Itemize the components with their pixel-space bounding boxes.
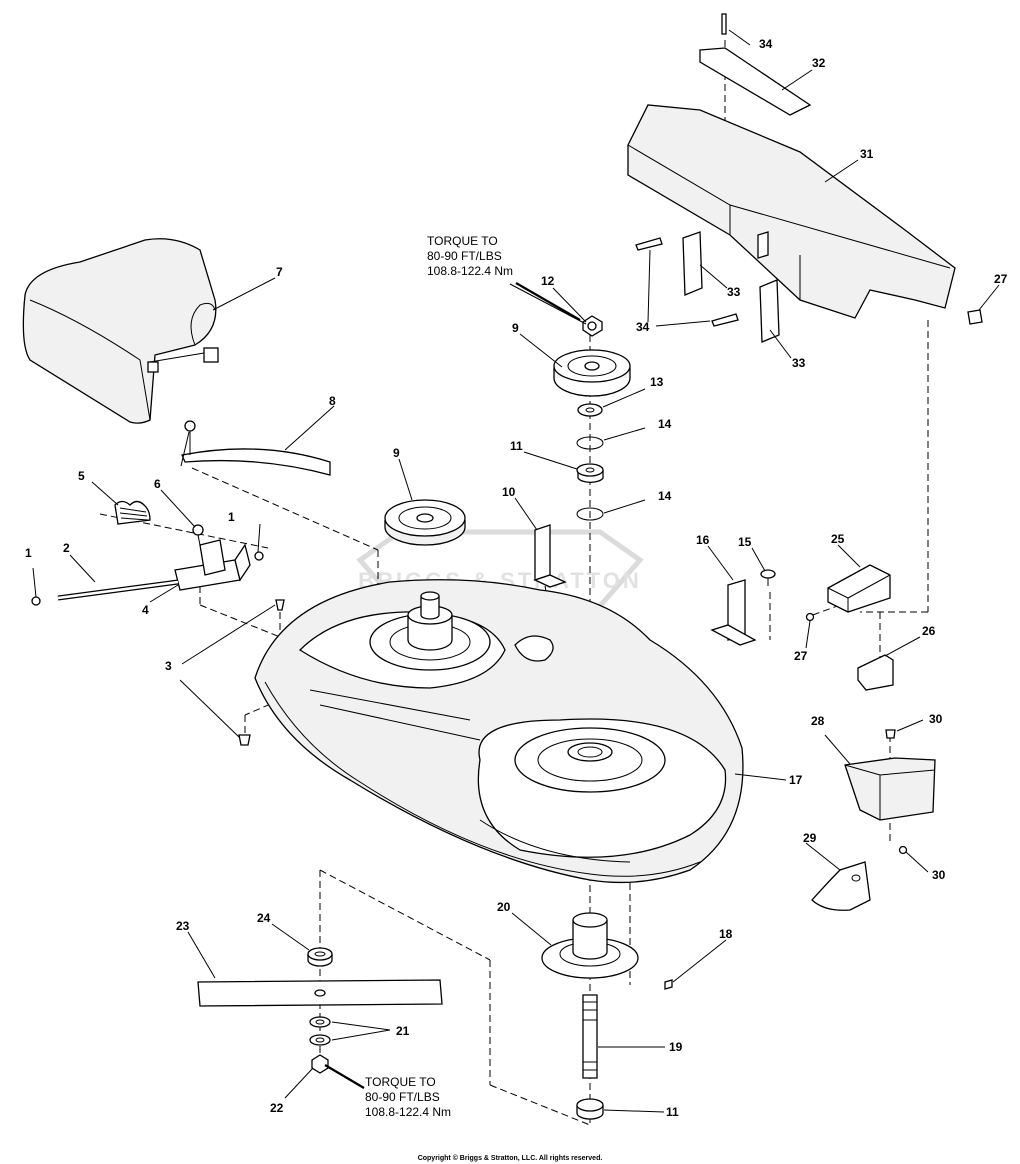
- callout-1b: 1: [228, 510, 235, 524]
- torque-note-top-line2: 80-90 FT/LBS: [427, 249, 502, 263]
- leader-lines: [32, 29, 1000, 1113]
- callout-33-upper: 33: [727, 285, 741, 299]
- part-12-nut: [582, 315, 603, 337]
- part-29-bracket: [811, 861, 871, 911]
- torque-note-top-line3: 108.8-122.4 Nm: [427, 264, 513, 278]
- callout-11-upper: 11: [510, 439, 523, 453]
- part-10-belt-guide: [533, 524, 567, 588]
- callout-30-lower: 30: [932, 868, 946, 882]
- part-24-washer: [307, 947, 333, 967]
- callout-34-upper: 34: [759, 37, 773, 51]
- torque-note-bottom-line2: 80-90 FT/LBS: [365, 1090, 440, 1104]
- hinge-bracket-assembly: [31, 500, 264, 606]
- callout-19: 19: [669, 1040, 683, 1054]
- callout-3: 3: [165, 659, 172, 673]
- part-8-deflector-strap: [181, 420, 331, 476]
- callout-27-lower: 27: [794, 649, 808, 663]
- part-25-bracket: [827, 564, 891, 613]
- part-19-spindle-shaft: [582, 994, 598, 1079]
- callout-25: 25: [831, 532, 845, 546]
- callout-31: 31: [860, 147, 874, 161]
- callout-9-upper: 9: [512, 321, 519, 335]
- callout-30-upper: 30: [929, 712, 943, 726]
- callout-21: 21: [396, 1024, 410, 1038]
- callout-7: 7: [276, 265, 283, 279]
- callout-29: 29: [803, 831, 817, 845]
- part-30-screws: [885, 729, 908, 855]
- part-31-belt-cover: [627, 104, 956, 319]
- callout-26: 26: [922, 624, 936, 638]
- callout-numbers: 1 1 2 3 4 5 6 7 8 9 9 10 11 11 12 13 14 …: [25, 37, 1008, 1119]
- part-20-spindle-housing: [541, 912, 639, 979]
- spindle-hardware-stack: [576, 403, 604, 521]
- callout-2: 2: [63, 541, 70, 555]
- part-34-bolts: [635, 13, 739, 327]
- callout-22: 22: [270, 1101, 284, 1115]
- part-23-blade: [197, 979, 443, 1007]
- part-33-pads: [682, 231, 780, 343]
- callout-13: 13: [650, 375, 664, 389]
- callout-17: 17: [789, 773, 803, 787]
- callout-14-lower: 14: [658, 489, 672, 503]
- part-22-nut: [311, 1054, 329, 1074]
- part-15-screw: [760, 569, 776, 586]
- callout-8: 8: [329, 394, 336, 408]
- callout-5: 5: [78, 469, 85, 483]
- part-11-lower-bearing: [576, 1098, 604, 1120]
- part-28-chute-bracket: [844, 757, 936, 821]
- copyright-notice: Copyright © Briggs & Stratton, LLC. All …: [418, 1154, 603, 1162]
- callout-10: 10: [502, 485, 516, 499]
- callout-12: 12: [541, 274, 555, 288]
- torque-note-bottom-line1: TORQUE TO: [365, 1075, 436, 1089]
- part-32-plate: [699, 47, 812, 116]
- torque-note-top-line1: TORQUE TO: [427, 234, 498, 248]
- part-21-washers: [309, 1016, 331, 1046]
- callout-15: 15: [738, 535, 752, 549]
- callout-23: 23: [176, 919, 190, 933]
- callout-34-lower: 34: [636, 320, 650, 334]
- callout-18: 18: [719, 927, 733, 941]
- callout-24: 24: [257, 911, 271, 925]
- part-3-bolts: [238, 599, 285, 746]
- torque-note-top: TORQUE TO 80-90 FT/LBS 108.8-122.4 Nm: [427, 234, 513, 278]
- callout-33-lower: 33: [792, 356, 806, 370]
- callout-27-upper: 27: [994, 272, 1008, 286]
- part-9-upper-pulley: [553, 349, 631, 397]
- callout-9-lower: 9: [393, 446, 400, 460]
- callout-1a: 1: [25, 546, 32, 560]
- part-7-discharge-chute: [22, 238, 219, 424]
- callout-20: 20: [497, 900, 511, 914]
- part-27-bolts: [805, 309, 983, 622]
- part-17-mower-deck: [254, 579, 744, 884]
- callout-32: 32: [812, 56, 826, 70]
- callout-6: 6: [154, 477, 161, 491]
- part-26-bracket: [857, 654, 894, 691]
- part-9-lower-pulley: [384, 499, 466, 546]
- part-16-belt-guide: [710, 579, 757, 646]
- callout-4: 4: [142, 603, 149, 617]
- part-18-key: [664, 979, 673, 990]
- callout-14-upper: 14: [658, 417, 672, 431]
- callout-28: 28: [811, 714, 825, 728]
- callout-11-lower: 11: [666, 1105, 679, 1119]
- torque-note-bottom-line3: 108.8-122.4 Nm: [365, 1105, 451, 1119]
- callout-16: 16: [696, 533, 710, 547]
- torque-note-bottom: TORQUE TO 80-90 FT/LBS 108.8-122.4 Nm: [365, 1075, 451, 1119]
